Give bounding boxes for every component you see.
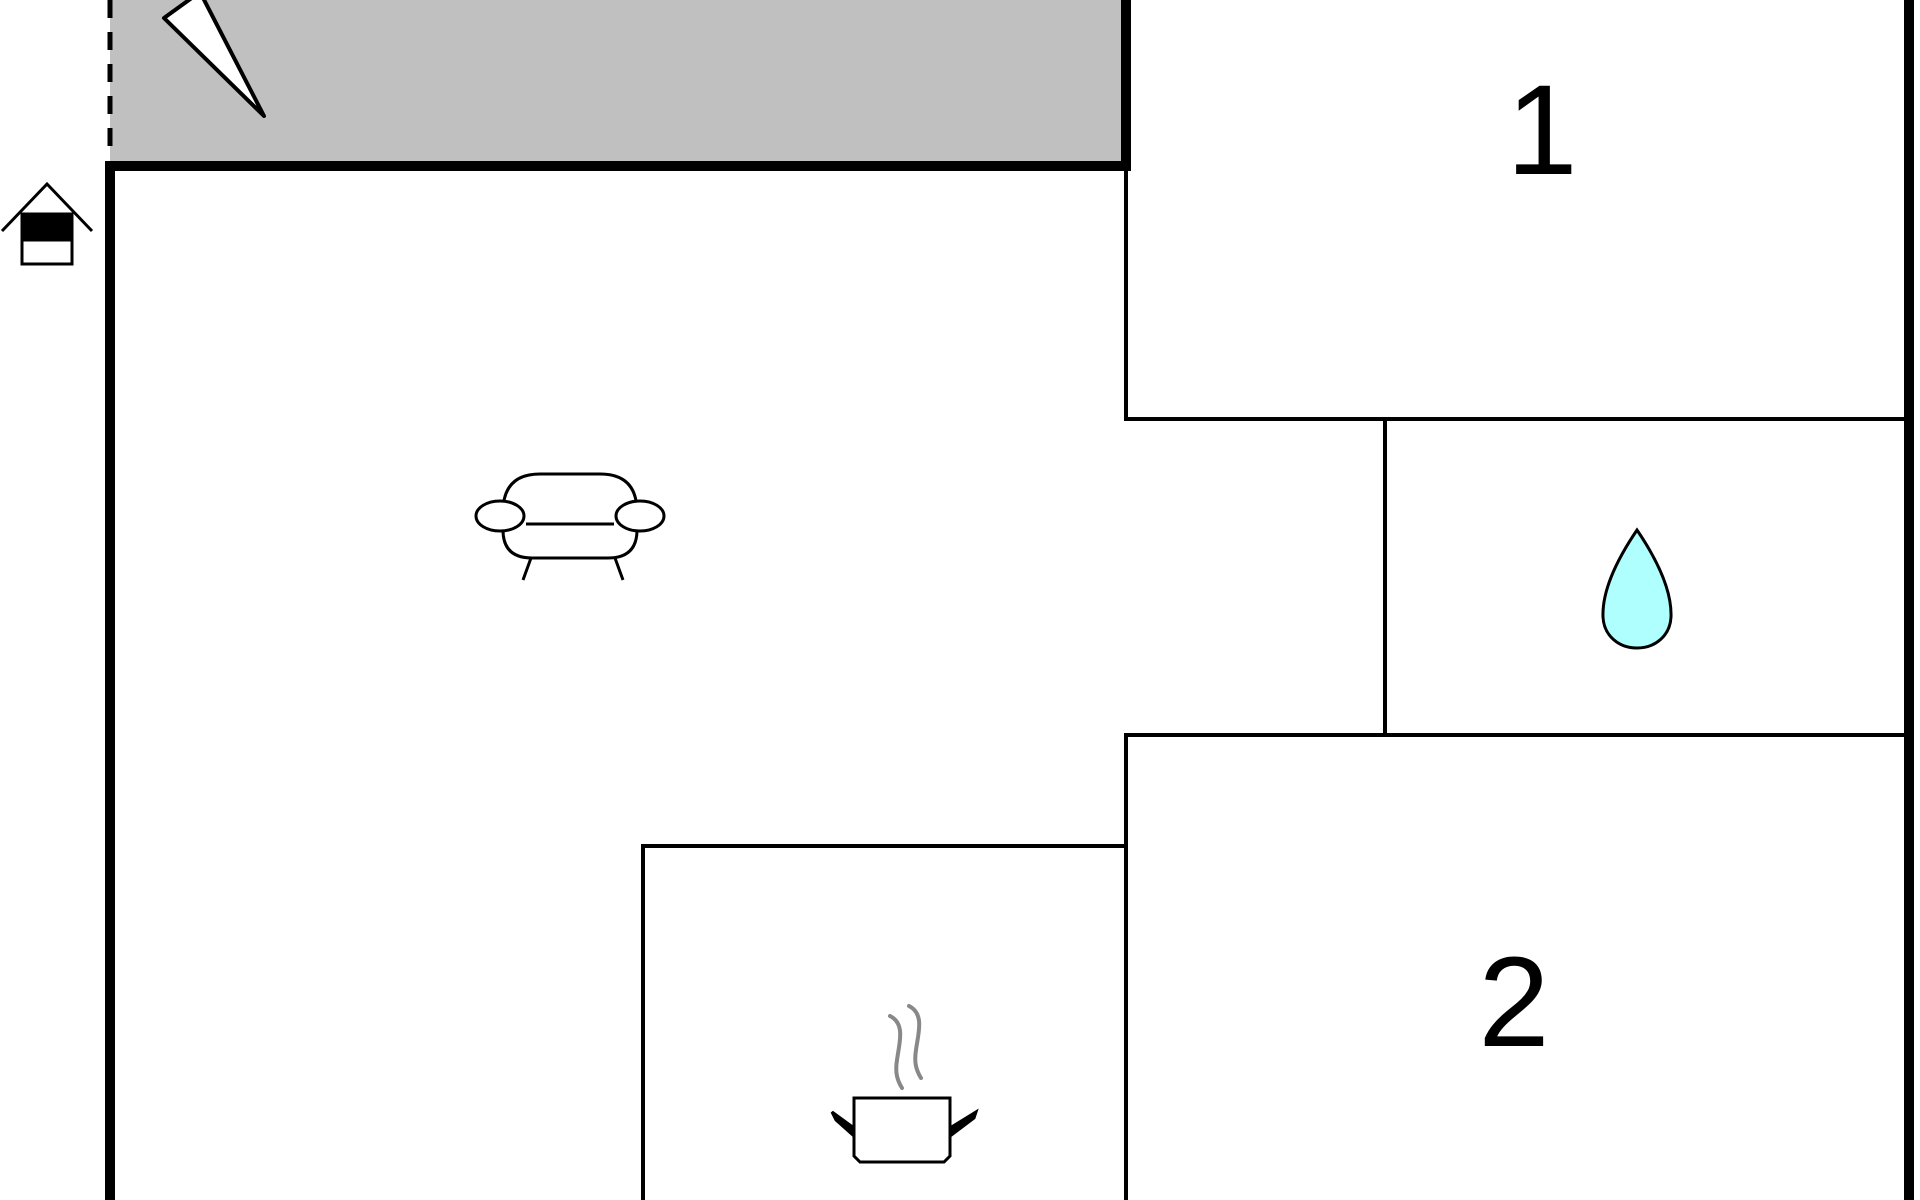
room-number-1: 1 xyxy=(1506,59,1577,202)
water-drop-icon xyxy=(1601,527,1673,650)
room-number-2: 2 xyxy=(1478,931,1549,1074)
cooking-pot-icon xyxy=(830,1004,979,1164)
sofa-icon xyxy=(474,472,666,581)
entrance-icon xyxy=(0,181,94,266)
terrace-area xyxy=(110,0,1126,166)
compass-arrow-icon xyxy=(162,0,266,118)
interior-walls xyxy=(641,166,1911,1200)
outer-walls xyxy=(105,0,1914,1200)
